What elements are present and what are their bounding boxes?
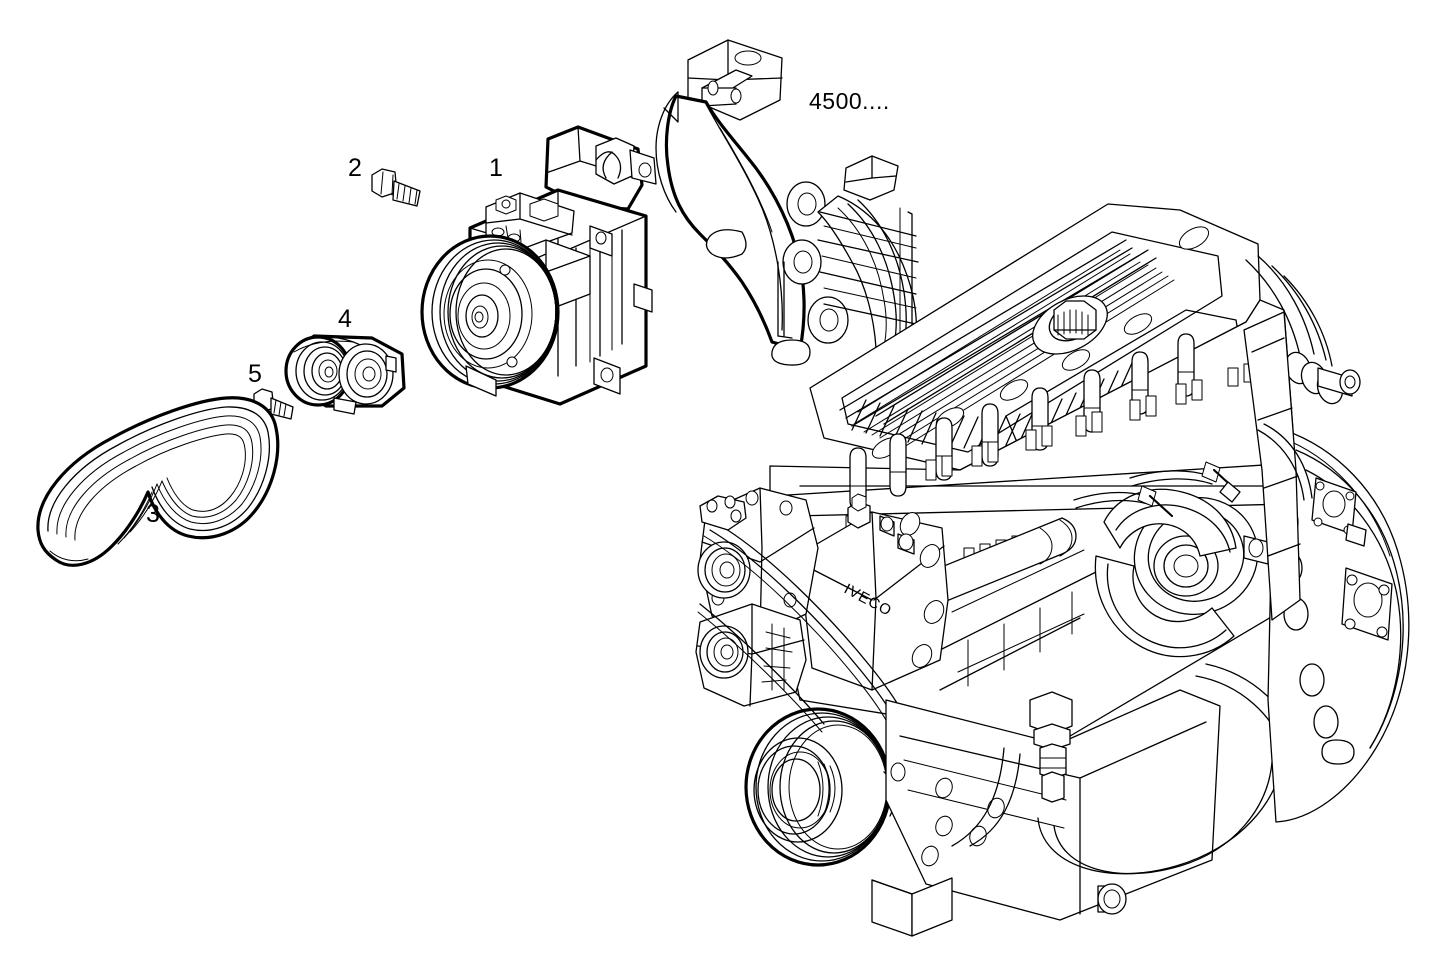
belt-tensioner-assembly-part (284, 334, 406, 415)
reference-code-4500: 4500.... (809, 88, 890, 114)
compressor-mounting-bolt-part (371, 168, 421, 207)
callout-4: 4 (338, 305, 352, 333)
callout-1: 1 (489, 154, 503, 182)
poly-v-drive-belt-part (36, 396, 280, 567)
engine-assembly: IVECO (695, 203, 1410, 937)
callout-3: 3 (146, 500, 160, 528)
callout-2: 2 (348, 154, 362, 182)
compressor-mounting-bracket-part (655, 39, 919, 366)
callout-5: 5 (248, 360, 262, 388)
air-conditioning-compressor-part (420, 125, 657, 406)
